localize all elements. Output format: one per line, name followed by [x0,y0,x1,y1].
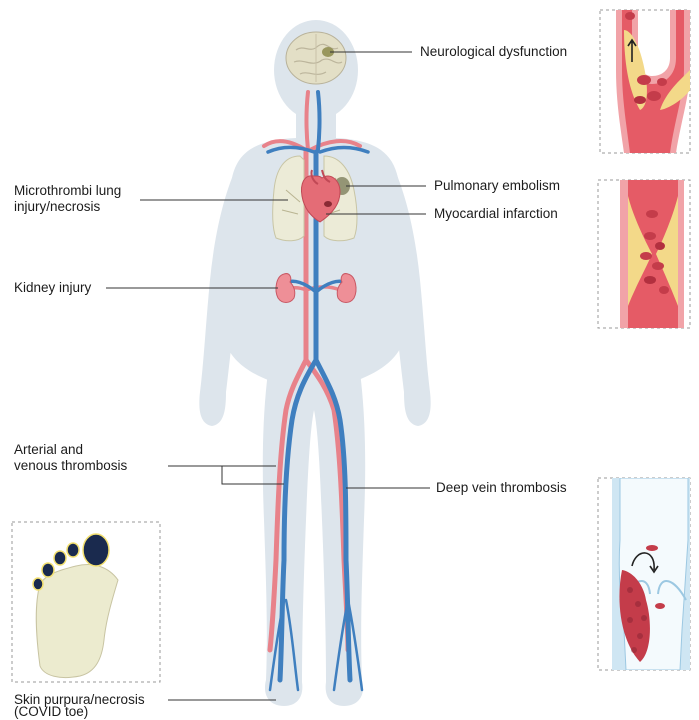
callout-artery-occlusion [598,180,690,328]
label-microthrombi-line1: Microthrombi lung [14,183,121,199]
label-kidney-injury: Kidney injury [14,280,91,296]
label-microthrombi-line2: injury/necrosis [14,199,100,215]
label-neurological-dysfunction: Neurological dysfunction [420,44,567,60]
label-myocardial-infarction: Myocardial infarction [434,206,558,222]
label-pulmonary-embolism: Pulmonary embolism [434,178,560,194]
label-arterial-line2: venous thrombosis [14,458,127,474]
label-deep-vein-thrombosis: Deep vein thrombosis [436,480,567,496]
foot-shape [36,565,118,678]
label-arterial-line1: Arterial and [14,442,83,458]
brain [286,32,346,84]
callout-artery-bifurcation [600,10,690,153]
label-skin-line2: (COVID toe) [14,704,88,720]
callout-covid-toe [12,522,160,682]
callout-deep-vein [598,478,690,670]
